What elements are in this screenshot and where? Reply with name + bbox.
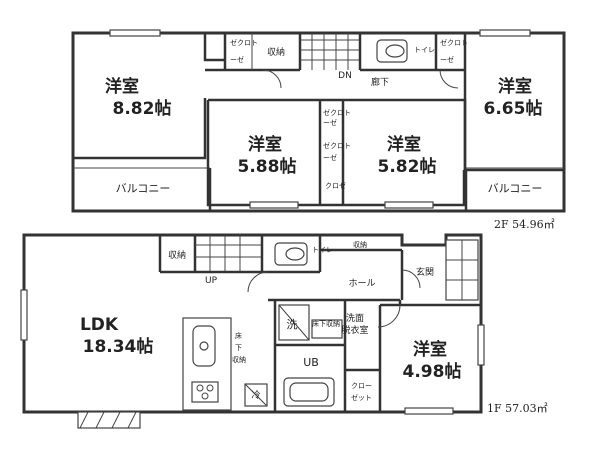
closet-label-2f-4: ゼクロト bbox=[323, 141, 351, 150]
fridge-label: 冷 bbox=[251, 389, 260, 401]
washroom-label-2: 脱衣室 bbox=[341, 324, 368, 336]
floor-2f bbox=[71, 29, 566, 213]
washroom-label-1: 洗面 bbox=[346, 312, 364, 324]
room-name-2f-west: 洋室 bbox=[105, 76, 139, 97]
closet-label-2f-5: クロゼ bbox=[325, 181, 346, 190]
room-size-2f-east: 6.65帖 bbox=[484, 98, 543, 119]
floor-1f bbox=[20, 233, 485, 429]
area-label-2f: 2F 54.96㎡ bbox=[494, 218, 555, 231]
room-size-2f-center-right: 5.82帖 bbox=[378, 156, 437, 177]
stairs-2f bbox=[300, 33, 360, 70]
closet-label-2f-1: ゼクロト bbox=[230, 38, 258, 47]
hall-label-2f: 廊下 bbox=[371, 76, 389, 88]
area-label-1f: 1F 57.03㎡ bbox=[487, 402, 548, 415]
toilet-fixture-2f bbox=[376, 39, 408, 63]
closet-label-2f-2: ゼクロト bbox=[440, 38, 468, 47]
closet-label-2f-1b: ーゼ bbox=[230, 55, 244, 64]
room-name-2f-east: 洋室 bbox=[498, 76, 532, 97]
storage-label-1f-2: 収納 bbox=[353, 240, 367, 249]
storage-label-2f: 収納 bbox=[267, 46, 285, 58]
room-size-1f-bedroom: 4.98帖 bbox=[403, 361, 462, 382]
toilet-fixture-1f bbox=[274, 242, 308, 266]
closet-label-2f-4b: ーゼ bbox=[323, 153, 337, 162]
closet-label-2f-3: ゼクロト bbox=[323, 108, 351, 117]
floor-storage-label-3: 収納 bbox=[232, 355, 246, 364]
toilet-label-2f: トイレ bbox=[414, 46, 435, 54]
dn-label: DN bbox=[338, 71, 352, 81]
balcony-label-2f-east: バルコニー bbox=[488, 182, 543, 195]
balcony-label-2f-west: バルコニー bbox=[116, 182, 171, 195]
up-label: UP bbox=[205, 276, 218, 286]
storage-label-1f-1: 収納 bbox=[168, 249, 186, 261]
entrance-label: 玄関 bbox=[416, 266, 434, 278]
toilet-label-1f: トイレ bbox=[312, 246, 333, 254]
underfloor-storage-label: 床下収納 bbox=[312, 319, 340, 328]
stairs-1f bbox=[195, 235, 262, 272]
floor-storage-label-2: 下 bbox=[235, 344, 242, 352]
ub-label: UB bbox=[303, 356, 319, 369]
floor-storage-label-1: 床 bbox=[235, 331, 242, 340]
room-name-2f-center-left: 洋室 bbox=[248, 134, 282, 155]
room-size-ldk: 18.34帖 bbox=[83, 336, 154, 357]
room-size-2f-center-left: 5.88帖 bbox=[238, 156, 297, 177]
washer-label: 洗 bbox=[287, 318, 298, 331]
closet-label-2f-3b: ーゼ bbox=[323, 118, 337, 127]
room-name-2f-center-right: 洋室 bbox=[387, 134, 421, 155]
closet-label-1f-2: ゼット bbox=[351, 393, 372, 402]
hall-label-1f: ホール bbox=[348, 278, 375, 289]
room-size-2f-west: 8.82帖 bbox=[113, 98, 172, 119]
closet-label-2f-2b: ーゼ bbox=[440, 55, 454, 64]
closet-label-1f-1: クロー bbox=[351, 382, 372, 390]
room-name-1f-bedroom: 洋室 bbox=[413, 339, 447, 360]
room-name-ldk: LDK bbox=[80, 315, 119, 335]
